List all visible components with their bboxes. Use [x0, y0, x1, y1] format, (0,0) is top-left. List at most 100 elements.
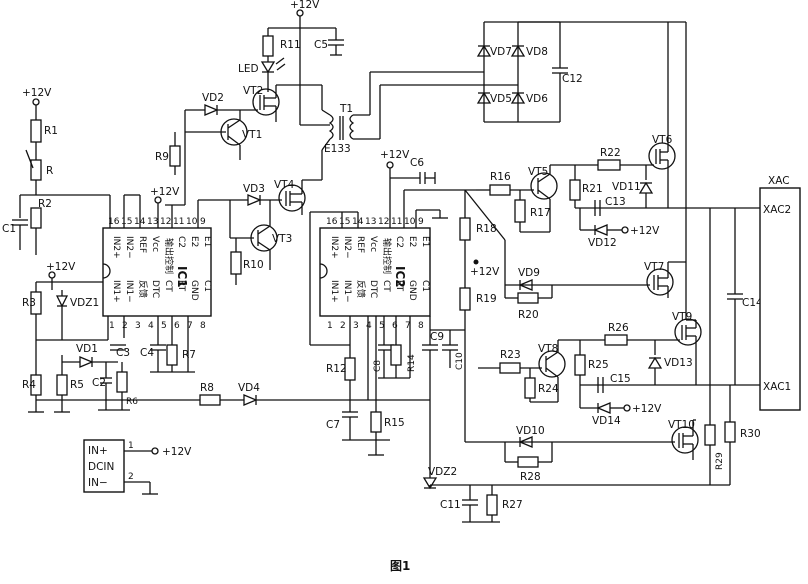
- diode-vd2: [204, 104, 219, 116]
- feedback-vt10: R28 VD10 VT10: [465, 419, 699, 483]
- ic2-sig-ref: REF: [355, 236, 365, 253]
- ic2-sig-in1p: IN1+: [329, 280, 339, 303]
- ic2-sig-e1: E1: [420, 236, 430, 247]
- diode-vd7: [476, 44, 492, 57]
- label-r12: R12: [326, 363, 347, 375]
- ic1-sig-ref: REF: [137, 236, 147, 253]
- label-c5: C5: [314, 39, 328, 51]
- resistor-r17: [514, 199, 526, 223]
- label-r7: R7: [182, 349, 196, 361]
- ic1-sig-in2m: IN2−: [124, 236, 134, 259]
- label-r20: R20: [518, 309, 539, 321]
- label-r17: R17: [530, 207, 551, 219]
- label-vd9: VD9: [518, 267, 540, 279]
- label-vt5: VT5: [528, 166, 548, 178]
- zener-vdz2-network: VDZ2 C11 R27: [422, 400, 523, 523]
- resistor-r7: [166, 344, 178, 366]
- label-12v-vd14: +12V: [632, 403, 662, 415]
- ic1-name: IC1: [175, 266, 189, 288]
- led-indicator: [260, 61, 276, 74]
- diode-vd5: [476, 91, 492, 104]
- label-r6: R6: [126, 397, 138, 407]
- ic2-sig-gnd: GND: [407, 280, 417, 301]
- diode-vd4: [243, 394, 258, 406]
- resistor-r23: [499, 362, 521, 374]
- label-c13: C13: [605, 196, 626, 208]
- ic1-pin1: 1: [109, 321, 115, 331]
- transistor-vt3: [250, 224, 278, 252]
- label-c15: C15: [610, 373, 631, 385]
- label-12v-ic1: +12V: [150, 186, 180, 198]
- ic1-pin8: 8: [200, 321, 206, 331]
- label-r29: R29: [715, 452, 725, 470]
- diode-vd14: [596, 402, 611, 414]
- driver-vt3-vt4: VD3 VT4 VT3 R10: [229, 179, 322, 285]
- label-vd1: VD1: [76, 343, 98, 355]
- label-r4: R4: [22, 379, 36, 391]
- diode-vd9: [518, 279, 533, 291]
- ic2-name: IC2: [393, 266, 407, 288]
- ic2-sig-dtc: DTC: [368, 280, 378, 298]
- ic2-function-label: 输出控制: [381, 238, 393, 274]
- ic1-pin11: 11: [173, 217, 184, 227]
- label-r25: R25: [588, 359, 609, 371]
- label-vt7: VT7: [644, 261, 664, 273]
- ic2-sig-in2m: IN2−: [342, 236, 352, 259]
- label-r3: R3: [22, 297, 36, 309]
- label-r22: R22: [600, 147, 621, 159]
- transistor-vt7: [646, 268, 674, 296]
- label-r9: R9: [155, 151, 169, 163]
- ic2-pin6: 6: [392, 321, 398, 331]
- xac-connector: XAC XAC2 XAC1: [759, 175, 801, 411]
- resistor-r8: [199, 394, 221, 406]
- label-vt3: VT3: [272, 233, 292, 245]
- diode-vd12: [593, 224, 608, 236]
- resistor-r11: [262, 35, 274, 57]
- dcin-module: IN+ DCIN IN− 1 +12V 2: [83, 439, 192, 495]
- label-r11: R11: [280, 39, 301, 51]
- label-vt6: VT6: [652, 134, 673, 146]
- figure-caption: 图1: [390, 559, 410, 573]
- ic1-top-signals: IN2+ IN2− REF Vcc C2 E2 E1: [111, 236, 212, 259]
- ic2-sig-vcc: Vcc: [368, 236, 378, 252]
- transistor-vt6: [648, 142, 676, 170]
- label-12v-vd12: +12V: [630, 225, 660, 237]
- label-r8: R8: [200, 382, 214, 394]
- label-r21: R21: [582, 183, 603, 195]
- label-r1: R1: [44, 125, 58, 137]
- resistor-r1: [30, 119, 42, 143]
- ic2-sig-c1: C1: [420, 280, 430, 292]
- terminal-12v-ic2: [386, 161, 394, 169]
- ic2-body: [319, 227, 431, 317]
- ic2-pin7: 7: [405, 321, 411, 331]
- label-vt4: VT4: [274, 179, 295, 191]
- resistor-r5: [56, 374, 68, 396]
- feedback-vt7: R18 +12V R19 R20 VD9 VT7: [459, 189, 686, 442]
- ic1-pin4: 4: [148, 321, 154, 331]
- label-r18: R18: [476, 223, 497, 235]
- ic1-pin5: 5: [161, 321, 167, 331]
- ic1-sig-vcc: Vcc: [150, 236, 160, 252]
- label-vd12: VD12: [588, 237, 617, 249]
- ic2-pin3: 3: [353, 321, 359, 331]
- ic1-sig-feedback: 反馈: [137, 280, 149, 298]
- label-vt10: VT10: [668, 419, 695, 431]
- label-vd13: VD13: [664, 357, 693, 369]
- label-c8: C8: [373, 360, 383, 372]
- diode-vd3: [247, 194, 262, 206]
- ic1-pin9: 9: [200, 217, 206, 227]
- ic1-pin15: 15: [121, 217, 132, 227]
- label-c7: C7: [326, 419, 340, 431]
- label-r26: R26: [608, 322, 629, 334]
- label-r23: R23: [500, 349, 521, 361]
- ic1-bottom-signals: IN1+ IN1− 反馈 DTC CT RT GND C1: [111, 280, 212, 303]
- ic2-sig-rt: RT: [394, 280, 404, 292]
- ic2-pin1: 1: [327, 321, 333, 331]
- resistor-r15: [370, 411, 382, 433]
- resistor-r19: [459, 287, 471, 311]
- resistor-r30: [724, 421, 736, 443]
- transistor-vt8: [538, 350, 566, 378]
- transistor-vt2: [252, 88, 280, 116]
- transistor-vt1: [220, 118, 248, 146]
